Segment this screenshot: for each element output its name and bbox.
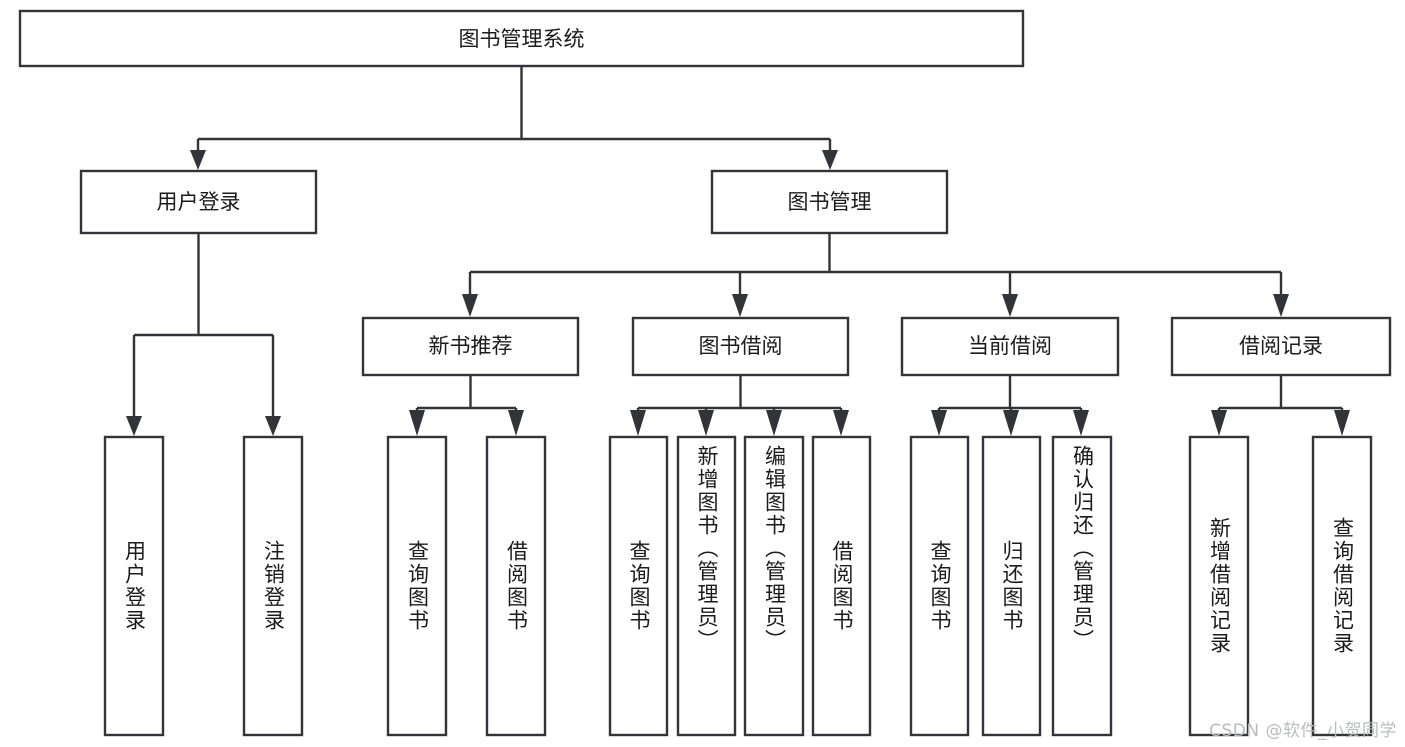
- leaf-box-borrow-book-2[interactable]: [811, 435, 872, 737]
- book-manage-label: 图书管理: [788, 190, 872, 214]
- leaf-box-query-book-3[interactable]: [909, 435, 970, 737]
- leaf-box-edit-book-admin[interactable]: [743, 435, 805, 737]
- node-user-login[interactable]: 用户登录: [79, 169, 318, 235]
- arrow-cb-to-leaf-2: [1003, 410, 1019, 436]
- borrow-record-box[interactable]: [1170, 316, 1392, 377]
- book-borrow-label: 图书借阅: [699, 334, 783, 358]
- arrow-new-book-to-leaf-2: [508, 410, 524, 436]
- node-new-book-recommend[interactable]: 新书推荐: [361, 316, 580, 377]
- csdn-watermark: CSDN @软件_小贺同学: [1209, 721, 1397, 741]
- user-login-label: 用户登录: [157, 190, 241, 214]
- node-root[interactable]: 图书管理系统: [18, 9, 1025, 68]
- arrow-bm-to-current-borrow: [1002, 294, 1018, 317]
- arrow-bb-to-leaf-4: [833, 410, 849, 436]
- node-borrow-record[interactable]: 借阅记录: [1170, 316, 1392, 377]
- leaf-box-query-borrow-record[interactable]: [1311, 435, 1373, 737]
- arrow-cb-to-leaf-3: [1073, 410, 1089, 436]
- arrow-bm-to-new-book: [462, 294, 478, 317]
- arrow-user-login-to-leaf-1: [126, 416, 142, 436]
- leaf-box-user-login[interactable]: [103, 435, 165, 737]
- leaf-box-add-borrow-record[interactable]: [1188, 435, 1250, 737]
- leaf-box-query-book-2[interactable]: [608, 435, 669, 737]
- arrow-br-to-leaf-2: [1334, 410, 1350, 436]
- leaf-box-return-book[interactable]: [981, 435, 1042, 737]
- arrow-new-book-to-leaf-1: [409, 410, 425, 436]
- leaf-box-borrow-book-1[interactable]: [485, 435, 547, 737]
- arrow-bb-to-leaf-2: [698, 410, 714, 436]
- arrow-br-to-leaf-1: [1211, 410, 1227, 436]
- new-book-recommend-label: 新书推荐: [429, 334, 513, 358]
- arrow-root-to-book-manage: [822, 150, 838, 170]
- arrow-user-login-to-leaf-2: [265, 416, 281, 436]
- current-borrow-label: 当前借阅: [968, 334, 1052, 358]
- arrow-bb-to-leaf-3: [766, 410, 782, 436]
- arrow-bm-to-book-borrow: [732, 294, 748, 317]
- arrow-root-to-user-login: [190, 150, 206, 170]
- root-label: 图书管理系统: [459, 27, 585, 51]
- leaf-box-user-logout[interactable]: [242, 435, 304, 737]
- leaf-box-query-book-1[interactable]: [386, 435, 448, 737]
- leaf-box-add-book-admin[interactable]: [676, 435, 737, 737]
- borrow-record-label: 借阅记录: [1239, 334, 1323, 358]
- root-box[interactable]: [18, 9, 1025, 68]
- book-manage-box[interactable]: [710, 169, 949, 235]
- node-current-borrow[interactable]: 当前借阅: [900, 316, 1120, 377]
- arrow-cb-to-leaf-1: [931, 410, 947, 436]
- node-book-borrow[interactable]: 图书借阅: [631, 316, 850, 377]
- book-borrow-box[interactable]: [631, 316, 850, 377]
- arrow-bb-to-leaf-1: [630, 410, 646, 436]
- new-book-recommend-box[interactable]: [361, 316, 580, 377]
- node-book-manage[interactable]: 图书管理: [710, 169, 949, 235]
- arrow-bm-to-borrow-record: [1273, 294, 1289, 317]
- leaf-box-confirm-return-admin[interactable]: [1051, 435, 1113, 737]
- current-borrow-box[interactable]: [900, 316, 1120, 377]
